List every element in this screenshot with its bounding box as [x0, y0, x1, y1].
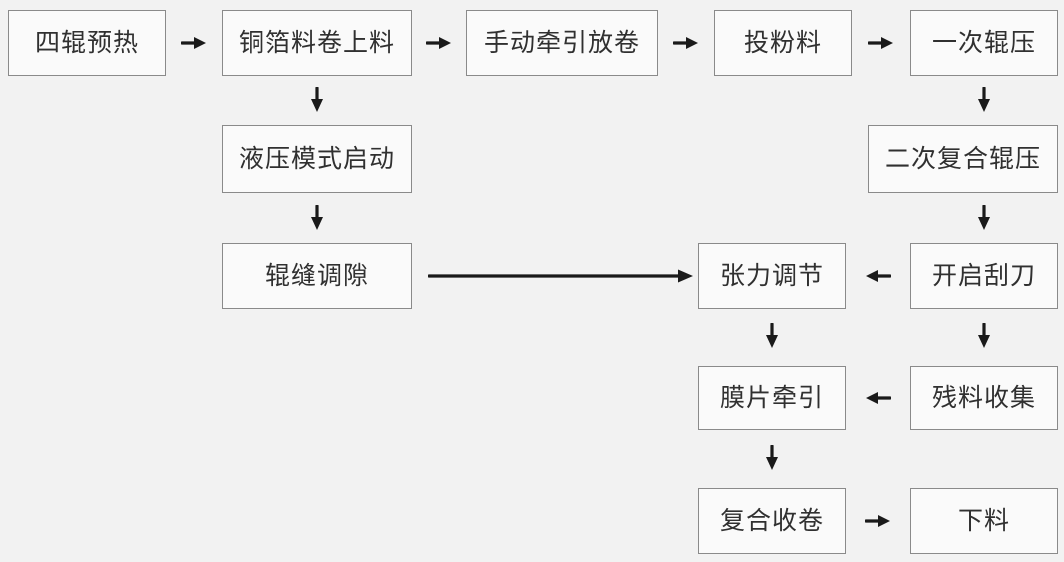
flow-node-preheat-four-rolls: 四辊预热 [8, 10, 166, 76]
flow-node-composite-winding: 复合收卷 [698, 488, 846, 554]
node-label: 一次辊压 [931, 28, 1036, 57]
arrow-down-icon [978, 323, 990, 348]
node-label: 手动牵引放卷 [483, 28, 640, 57]
node-label: 四辊预热 [34, 28, 139, 57]
arrow-left-icon [866, 392, 891, 404]
flow-node-copper-foil-roll-loading: 铜箔料卷上料 [222, 10, 412, 76]
arrow-down-icon [978, 205, 990, 230]
flow-node-primary-rolling: 一次辊压 [910, 10, 1058, 76]
flow-node-hydraulic-mode-start: 液压模式启动 [222, 125, 412, 193]
arrow-right-icon [868, 37, 893, 49]
arrow-right-icon [426, 37, 451, 49]
arrow-right-icon [673, 37, 698, 49]
node-label: 辊缝调隙 [264, 261, 369, 290]
node-label: 张力调节 [719, 261, 824, 290]
node-label: 铜箔料卷上料 [238, 28, 395, 57]
arrow-right-icon [865, 515, 890, 527]
node-label: 液压模式启动 [238, 144, 395, 173]
flow-node-scraper-on: 开启刮刀 [910, 243, 1058, 309]
flow-node-unloading: 下料 [910, 488, 1058, 554]
arrow-right-long-icon [428, 269, 693, 283]
flow-node-residue-collection: 残料收集 [910, 366, 1058, 430]
node-label: 下料 [957, 506, 1010, 535]
node-label: 膜片牵引 [719, 383, 824, 412]
arrow-down-icon [766, 323, 778, 348]
arrow-down-icon [311, 205, 323, 230]
node-label: 投粉料 [743, 28, 822, 57]
node-label: 二次复合辊压 [884, 144, 1041, 173]
arrow-down-icon [978, 87, 990, 112]
flow-node-film-traction: 膜片牵引 [698, 366, 846, 430]
arrow-right-icon [181, 37, 206, 49]
node-label: 残料收集 [931, 383, 1036, 412]
node-label: 复合收卷 [719, 506, 824, 535]
flow-node-secondary-composite-rolling: 二次复合辊压 [868, 125, 1058, 193]
flow-node-powder-feeding: 投粉料 [714, 10, 852, 76]
arrow-down-icon [766, 445, 778, 470]
flow-node-manual-traction-unwinding: 手动牵引放卷 [466, 10, 658, 76]
flow-node-roll-gap-adjustment: 辊缝调隙 [222, 243, 412, 309]
flow-node-tension-adjustment: 张力调节 [698, 243, 846, 309]
node-label: 开启刮刀 [931, 261, 1036, 290]
arrow-down-icon [311, 87, 323, 112]
arrow-left-icon [866, 270, 891, 282]
